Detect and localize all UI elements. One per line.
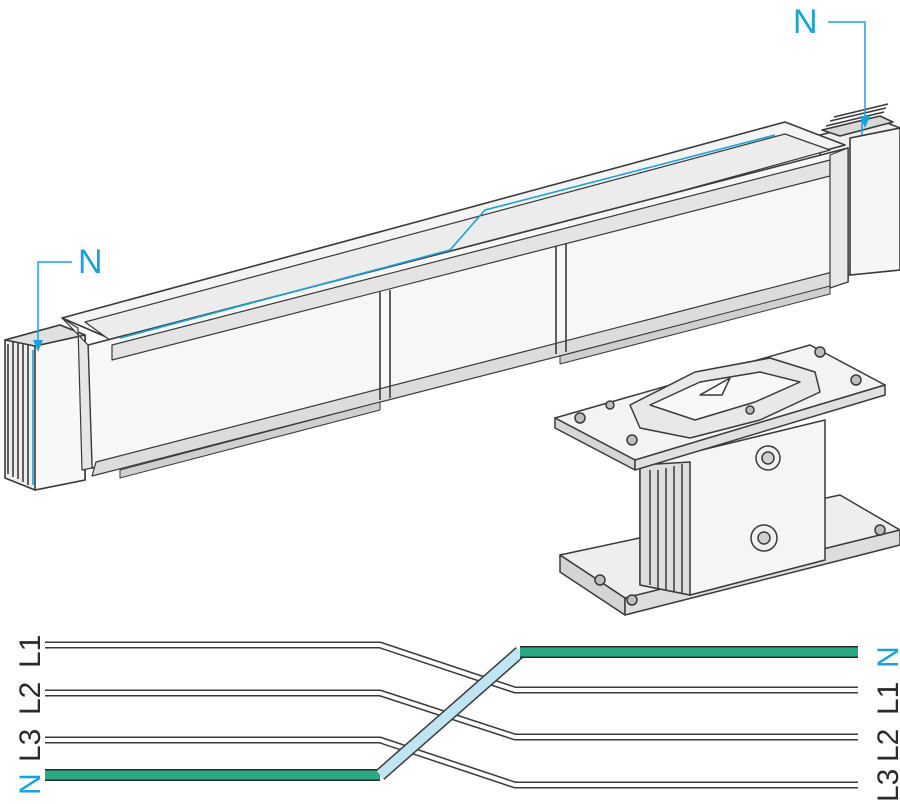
phase-label-left-l2: L2 (14, 682, 47, 715)
phase-label-left-l3: L3 (14, 729, 47, 762)
phase-label-left-l1: L1 (14, 635, 47, 668)
neutral-label-right: N (793, 3, 818, 41)
conductor-l1 (45, 641, 858, 694)
phase-labels-left: L1 L2 L3 N (14, 635, 47, 795)
neutral-callout-right: N (793, 3, 870, 128)
phase-label-right-n: N (872, 646, 900, 668)
neutral-path-trace (32, 118, 863, 485)
support-bracket (554, 344, 900, 616)
neutral-label-left: N (78, 243, 103, 281)
phase-label-right-l2: L2 (872, 729, 900, 762)
phase-label-right-l3: L3 (872, 769, 900, 802)
transposition-schematic (45, 641, 858, 789)
phase-label-right-l1: L1 (872, 682, 900, 715)
busbar-section (4, 103, 900, 491)
direction-arrow-icon (699, 377, 731, 396)
left-end-conductors (4, 324, 86, 491)
phase-label-left-n: N (14, 773, 47, 795)
conductor-l3 (45, 736, 858, 789)
neutral-callout-left: N (33, 243, 103, 352)
phase-labels-right: N L1 L2 L3 (872, 646, 900, 802)
conductor-neutral (45, 646, 858, 781)
